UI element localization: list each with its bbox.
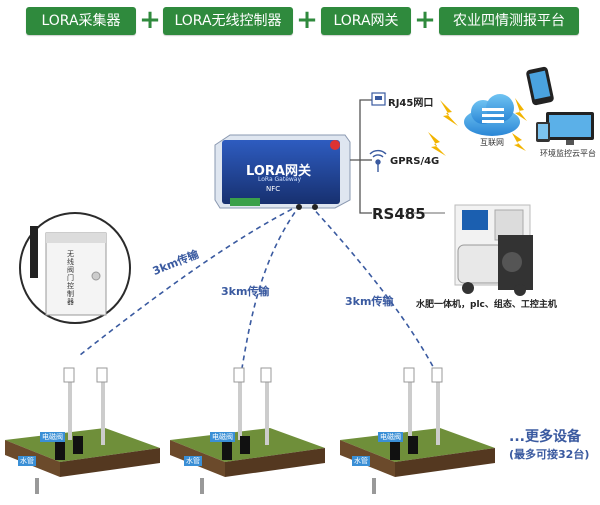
gprs-label: GPRS/4G: [390, 156, 440, 167]
field-2-pipe-tag: 水管: [184, 456, 202, 466]
collector-label: 无线阀门控制器: [67, 250, 74, 306]
plus-icon: +: [296, 5, 318, 35]
gateway-nfc-label: NFC: [266, 185, 281, 193]
field-plot-3: [340, 367, 495, 494]
link-label-field-1: 3km传输: [221, 285, 270, 298]
lightning-icon: [428, 98, 527, 156]
terminal-block: [230, 198, 260, 206]
lora-collector-device: [19, 212, 131, 324]
rs485-label: RS485: [372, 205, 426, 223]
more-devices-label: ...更多设备: [509, 429, 581, 445]
platform-label: 环境监控云平台: [540, 149, 596, 158]
field-plot-2: [170, 367, 325, 494]
antenna-port: [296, 204, 302, 210]
water-fertilizer-machine-image: [454, 204, 533, 296]
banner-item-controller: LORA无线控制器: [163, 7, 293, 35]
field-2-valve-tag: 电磁阀: [210, 432, 235, 442]
rj45-icon: [371, 92, 386, 106]
banner-item-collector: LORA采集器: [26, 7, 136, 35]
banner-item-platform: 农业四情测报平台: [439, 7, 579, 35]
plus-icon: +: [139, 5, 161, 35]
gprs-icon: [369, 149, 387, 172]
power-indicator: [330, 140, 340, 150]
gateway-subtitle: LoRa Gateway: [258, 176, 302, 183]
field-1-valve-tag: 电磁阀: [40, 432, 65, 442]
link-line-field-1: [239, 204, 301, 381]
banner-item-gateway: LORA网关: [321, 7, 411, 35]
max-devices-label: (最多可接32台): [509, 448, 590, 461]
rj45-label: RJ45网口: [388, 98, 434, 109]
link-line-collector: [79, 204, 301, 356]
machine-caption: 水肥一体机，plc、组态、工控主机: [416, 300, 557, 310]
cloud-icon: [464, 94, 520, 136]
link-label-field-3: 3km传输: [345, 295, 394, 308]
smartphone-icon: [526, 66, 554, 106]
radio-links: [79, 204, 441, 381]
lora-gateway-device: [214, 134, 351, 210]
cloud-label: 互联网: [480, 138, 504, 147]
field-plot-1: [5, 367, 160, 494]
plus-icon: +: [414, 5, 436, 35]
antenna-port: [312, 204, 318, 210]
link-line-field-3: [309, 204, 441, 381]
field-3-pipe-tag: 水管: [352, 456, 370, 466]
field-3-valve-tag: 电磁阀: [378, 432, 403, 442]
antenna-icon: [30, 226, 38, 278]
computer-icon: [536, 112, 594, 145]
field-1-pipe-tag: 水管: [18, 456, 36, 466]
uplink-lines: [350, 99, 445, 214]
banner: LORA采集器 + LORA无线控制器 + LORA网关 + 农业四情测报平台: [0, 0, 600, 44]
gateway-brand: LORA网关: [246, 164, 311, 179]
